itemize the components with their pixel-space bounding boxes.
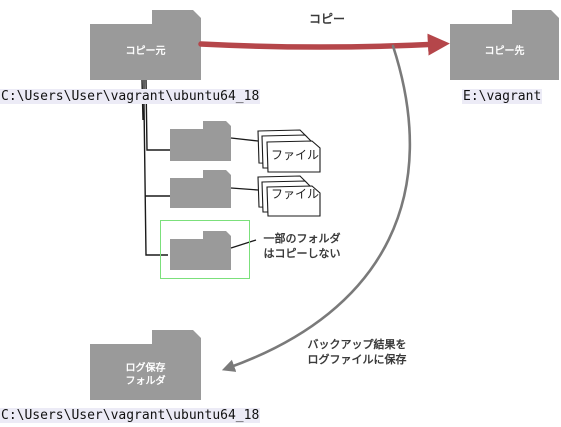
excluded-note-line-1: 一部のフォルダ — [263, 232, 341, 245]
dest-folder-label: コピー先 — [484, 46, 525, 57]
excluded-note: 一部のフォルダ はコピーしない — [246, 231, 358, 261]
file-label-1: ファイル — [271, 148, 320, 162]
subfolder-icon-2 — [170, 170, 231, 208]
source-path: C:\Users\User\vagrant\ubuntu64_18 — [0, 89, 261, 104]
subfolder-icon-1 — [170, 121, 231, 161]
dest-folder-icon — [450, 10, 559, 80]
log-note: バックアップ結果を ログファイルに保存 — [292, 337, 422, 367]
file-label-2: ファイル — [271, 187, 320, 201]
log-note-line-1: バックアップ結果を — [307, 338, 407, 351]
copy-label: コピー — [309, 12, 346, 26]
dest-path: E:\vagrant — [462, 89, 543, 104]
log-note-line-2: ログファイルに保存 — [307, 353, 407, 366]
log-folder-label: ログ保存 フォルダ — [90, 362, 201, 388]
file-connectors — [230, 137, 259, 249]
file-stack-icon-1 — [257, 129, 321, 173]
source-folder-icon — [90, 10, 201, 80]
copy-arrow — [198, 33, 450, 56]
log-folder-label-line-1: ログ保存 — [125, 363, 166, 374]
excluded-folder-highlight — [160, 220, 250, 279]
log-arrow — [221, 44, 412, 372]
file-stack-icon-2 — [257, 175, 321, 217]
source-folder-label: コピー元 — [125, 46, 166, 57]
excluded-subfolder-icon — [170, 231, 231, 270]
log-folder-icon — [90, 330, 201, 400]
log-path: C:\Users\User\vagrant\ubuntu64_18 — [0, 408, 261, 423]
log-folder-label-line-2: フォルダ — [125, 376, 166, 387]
excluded-note-line-2: はコピーしない — [263, 247, 341, 260]
